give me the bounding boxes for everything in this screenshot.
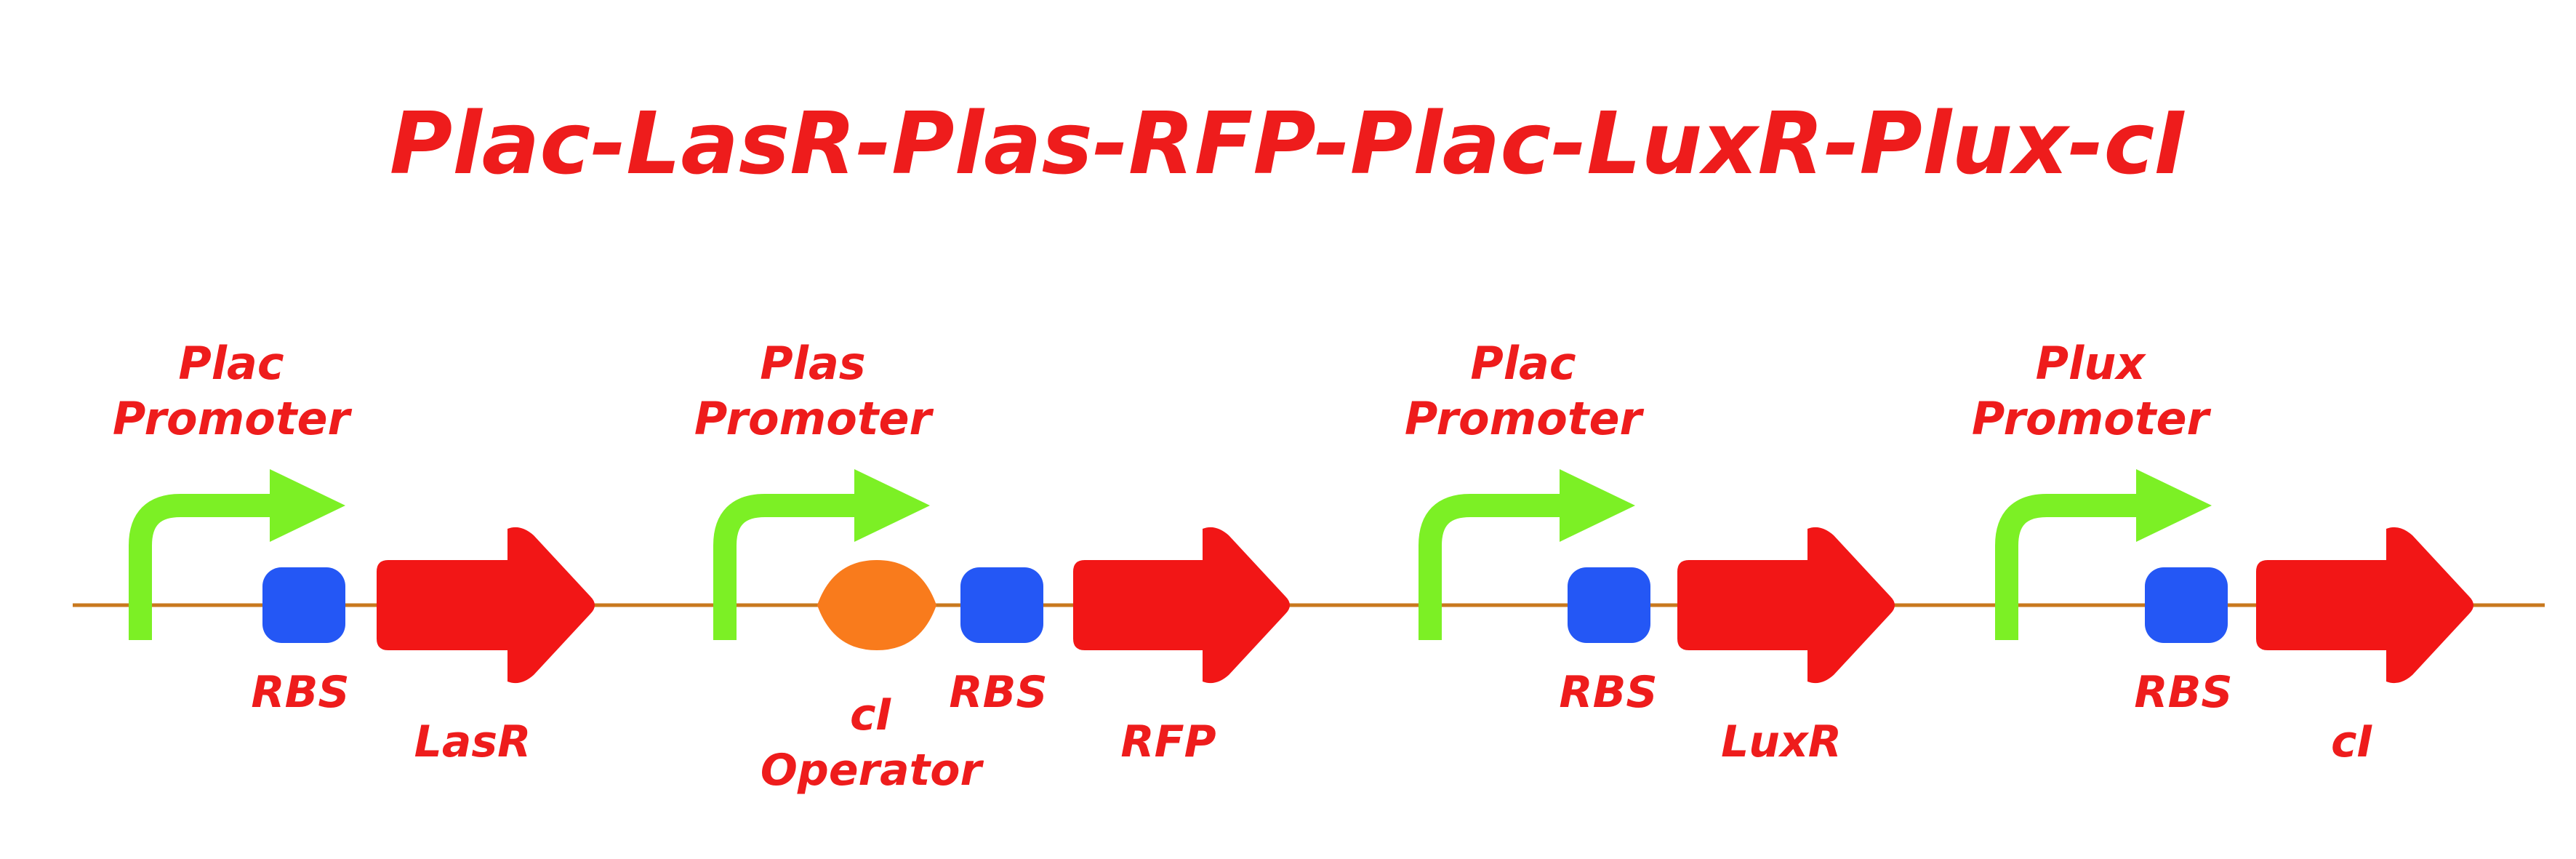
promoter-word-3: Promoter [1404,392,1642,445]
gene-arrow-3 [1677,527,1895,684]
rbs-label-2: RBS [949,667,1048,718]
promoter-arrow-1 [129,494,278,640]
gene-arrow-2 [1073,527,1290,684]
operator-word-2: Operator [760,745,982,796]
operator-label-2: cI Operator [761,687,982,798]
promoter-arrowhead-4 [2136,469,2212,542]
promoter-name-4: Plux [2035,337,2146,390]
operator-name-2: cI [850,690,892,740]
promoter-name-1: Plac [178,337,284,390]
gene-label-2: RFP [1120,716,1216,767]
promoter-label-3: Plac Promoter [1405,336,1642,447]
promoter-label-4: Plux Promoter [1972,336,2209,447]
gene-arrow-1 [377,527,595,684]
promoter-name-3: Plac [1470,337,1576,390]
promoter-word-1: Promoter [112,392,350,445]
rbs-block-2 [960,567,1043,643]
promoter-arrow-2 [713,494,863,640]
operator-shape-2 [817,560,936,650]
promoter-arrowhead-2 [854,469,930,542]
rbs-block-1 [262,567,345,643]
promoter-word-4: Promoter [1971,392,2210,445]
gene-label-3: LuxR [1721,716,1842,767]
promoter-label-2: Plas Promoter [694,336,931,447]
rbs-label-1: RBS [251,667,350,718]
rbs-block-4 [2145,567,2228,643]
promoter-word-2: Promoter [694,392,932,445]
promoter-arrow-3 [1419,494,1568,640]
promoter-arrowhead-3 [1560,469,1635,542]
gene-label-4: cI [2331,716,2373,767]
promoter-name-2: Plas [760,337,866,390]
promoter-arrowhead-1 [270,469,345,542]
rbs-label-3: RBS [1559,667,1658,718]
promoter-arrow-4 [1995,494,2145,640]
gene-arrow-4 [2256,527,2473,684]
gene-label-1: LasR [414,716,531,767]
rbs-block-3 [1568,567,1650,643]
diagram-title: Plac-LasR-Plas-RFP-Plac-LuxR-Plux-cI [389,93,2187,193]
promoter-label-1: Plac Promoter [113,336,350,447]
rbs-label-4: RBS [2134,667,2233,718]
